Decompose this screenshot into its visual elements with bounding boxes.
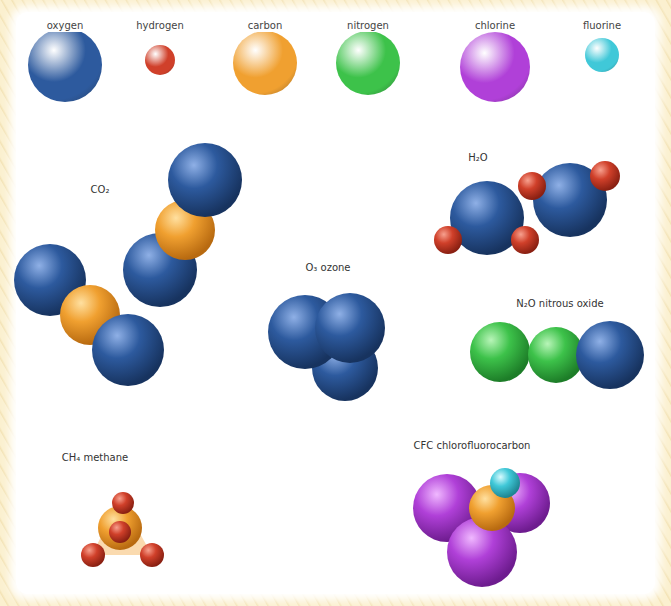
co2-molecules — [14, 143, 242, 386]
molecule-label: CH₄ methane — [60, 452, 130, 464]
legend-swatch — [28, 28, 102, 102]
legend-item: chlorine — [460, 14, 530, 33]
molecule-label: N₂O nitrous oxide — [514, 298, 605, 310]
cfc-molecule — [413, 468, 550, 587]
legend-label: fluorine — [581, 20, 623, 32]
molecule-label: O₃ ozone — [303, 262, 352, 274]
legend-label: chlorine — [473, 20, 517, 32]
legend-item: hydrogen — [134, 14, 185, 33]
panel — [10, 6, 661, 600]
water-molecules — [434, 161, 620, 255]
panel — [16, 12, 655, 594]
legend-label: carbon — [246, 20, 285, 32]
legend-label: hydrogen — [134, 20, 185, 32]
molecule-label: H₂O — [466, 152, 489, 164]
legend-item: carbon — [233, 14, 297, 33]
legend-swatch — [460, 32, 530, 102]
molecule-label: CO₂ — [89, 184, 112, 196]
ozone-molecule — [268, 293, 385, 401]
nitrous-oxide-molecule — [470, 321, 644, 389]
molecule-label: CFC chlorofluorocarbon — [412, 440, 533, 452]
legend-label: nitrogen — [345, 20, 391, 32]
legend-swatch — [233, 31, 297, 95]
legend-item: oxygen — [28, 14, 102, 33]
legend-swatch — [585, 38, 619, 72]
legend-swatch — [336, 31, 400, 95]
methane-molecule — [81, 492, 164, 567]
legend-label: oxygen — [45, 20, 85, 32]
legend-item: fluorine — [581, 14, 623, 33]
legend-item: nitrogen — [336, 14, 400, 33]
legend-swatch — [145, 45, 175, 75]
